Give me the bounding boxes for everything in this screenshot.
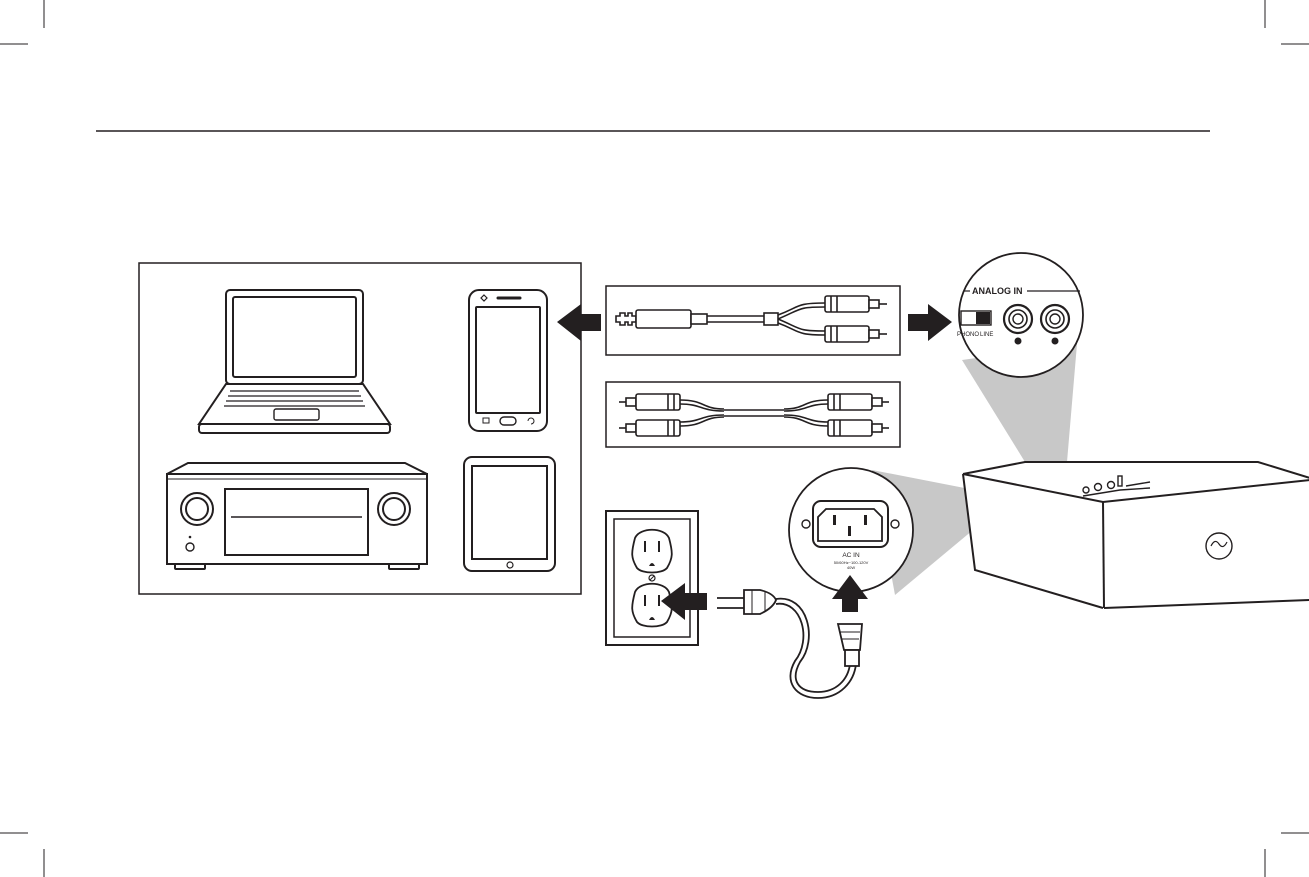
power-cord-icon	[717, 590, 862, 698]
aux-to-rca-cable-icon	[606, 286, 900, 355]
ac-in-zoom-panel: AC IN 50/60Hz~100-120V 40W	[789, 468, 913, 592]
phono-line-switch	[961, 311, 991, 325]
arrow-icon	[908, 304, 952, 341]
speaker-icon	[963, 462, 1309, 608]
tablet-icon	[464, 457, 555, 571]
ac-in-label: AC IN	[842, 552, 860, 559]
analog-in-zoom-panel: ANALOG IN PHONO LINE	[957, 253, 1083, 377]
wall-outlet-icon	[606, 511, 698, 645]
line-label: LINE	[980, 332, 993, 338]
rca-to-rca-cable-icon	[606, 382, 900, 447]
phono-label: PHONO	[957, 332, 979, 338]
arrow-icon	[557, 304, 601, 341]
av-receiver-icon	[167, 463, 427, 569]
analog-in-label: ANALOG IN	[972, 286, 1023, 296]
ac-rating-line2: 40W	[847, 565, 855, 570]
laptop-icon	[199, 290, 390, 433]
smartphone-icon	[469, 290, 547, 431]
